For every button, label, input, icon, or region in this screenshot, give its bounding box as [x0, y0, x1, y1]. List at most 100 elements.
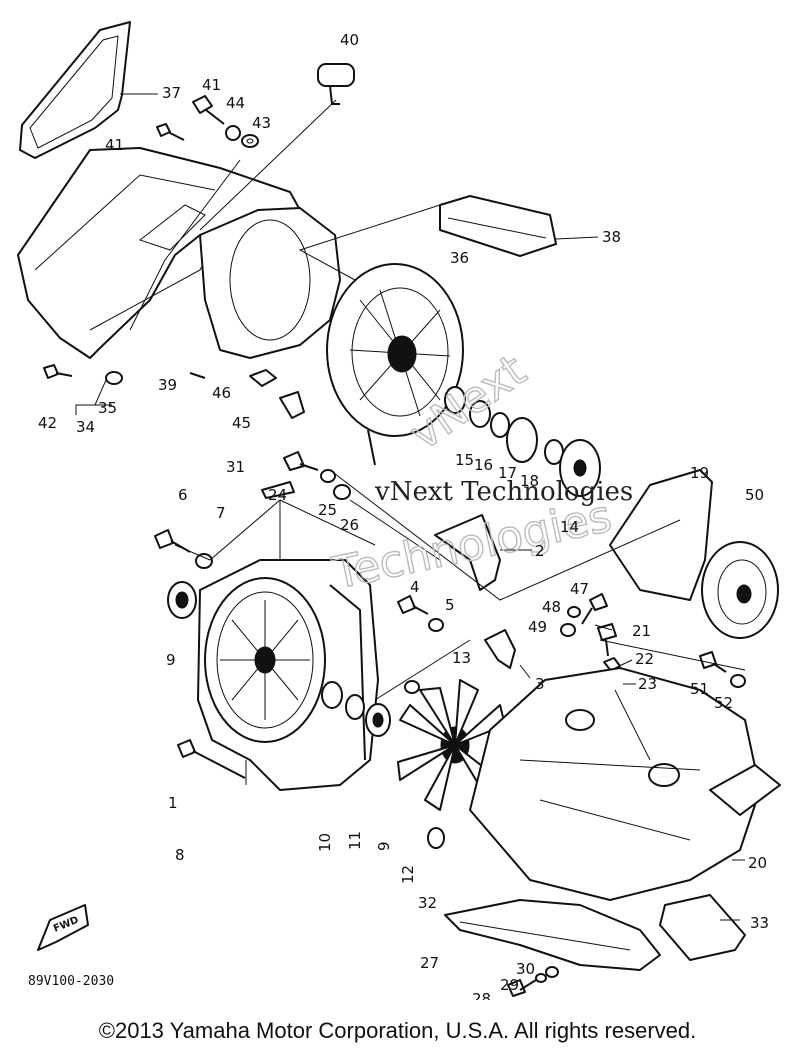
- callout-11: 11: [346, 831, 364, 850]
- part-41-bolt-upper: [192, 95, 225, 125]
- callout-8: 8: [175, 846, 185, 864]
- part-39-pin: [189, 372, 206, 379]
- callout-1: 1: [168, 794, 178, 812]
- callout-31: 31: [226, 458, 245, 476]
- part-28-bolt: [507, 979, 537, 997]
- callout-28: 28: [472, 990, 491, 1000]
- callout-41a: 41: [202, 76, 221, 94]
- part-47-bolt: [581, 593, 608, 625]
- part-50-pulley: [609, 469, 779, 639]
- part-36-recoil-starter: [326, 263, 464, 466]
- callout-16: 16: [474, 456, 493, 474]
- callout-35: 35: [98, 399, 117, 417]
- callout-20: 20: [748, 854, 767, 872]
- callout-46: 46: [212, 384, 231, 402]
- starter-internal-parts: [444, 386, 601, 497]
- callout-9b: 9: [375, 841, 393, 851]
- callout-45: 45: [232, 414, 251, 432]
- callout-39: 39: [158, 376, 177, 394]
- callout-5: 5: [445, 596, 455, 614]
- callout-labels: 1 2 3 4 5 6 7 8 9 9 10 11 12 13 14 15 16…: [38, 31, 769, 1000]
- callout-4a: 4: [410, 578, 420, 596]
- part-8-long-bolt: [177, 739, 246, 779]
- part-5-washer: [428, 618, 444, 632]
- callout-40: 40: [340, 31, 359, 49]
- callout-50: 50: [745, 486, 764, 504]
- part-13-plug: [404, 680, 420, 694]
- part-20-cover: [469, 667, 781, 901]
- callout-25: 25: [318, 501, 337, 519]
- part-9-oil-seal-right: [365, 703, 391, 737]
- part-45-bracket: [279, 391, 305, 419]
- callout-44: 44: [226, 94, 245, 112]
- part-34-shroud: [17, 147, 341, 359]
- callout-41b: 41: [105, 136, 124, 154]
- part-31-plate: [261, 481, 295, 499]
- callout-52: 52: [714, 694, 733, 712]
- part-16-washer: [469, 400, 491, 428]
- exploded-parts-diagram: FWD vNext Technologies vNext Technologie…: [17, 21, 781, 1000]
- part-12-cooling-fan: [397, 679, 506, 811]
- callout-26: 26: [340, 516, 359, 534]
- part-18-spring: [506, 417, 538, 463]
- part-35-grommet: [105, 371, 123, 385]
- callout-48: 48: [542, 598, 561, 616]
- part-33-pad: [659, 894, 746, 961]
- part-43-washer: [241, 134, 259, 148]
- part-42-bolt: [43, 364, 73, 379]
- part-32-washer: [427, 827, 445, 849]
- part-7-washer: [195, 553, 213, 569]
- part-11-washer: [345, 694, 365, 720]
- part-37-cover-panel: [19, 21, 131, 159]
- callout-3: 3: [535, 675, 545, 693]
- callout-19: 19: [690, 464, 709, 482]
- part-25-washer: [320, 469, 336, 483]
- callout-38: 38: [602, 228, 621, 246]
- callout-22: 22: [635, 650, 654, 668]
- callout-2: 2: [535, 542, 545, 560]
- callout-47: 47: [570, 580, 589, 598]
- part-44-nut: [225, 125, 241, 141]
- copyright-footer: ©2013 Yamaha Motor Corporation, U.S.A. A…: [98, 1018, 697, 1043]
- forward-direction-marker: FWD: [37, 904, 89, 951]
- part-15-nut: [444, 386, 466, 414]
- callout-12: 12: [399, 865, 417, 884]
- callout-6: 6: [178, 486, 188, 504]
- callout-42: 42: [38, 414, 57, 432]
- callout-29: 29: [500, 976, 519, 994]
- part-27-guard: [444, 899, 661, 971]
- part-2-bracket: [434, 514, 501, 591]
- callout-4b: 14: [560, 518, 579, 536]
- callout-37: 37: [162, 84, 181, 102]
- callout-23: 23: [638, 675, 657, 693]
- callout-10: 10: [316, 833, 334, 852]
- callout-36: 36: [450, 249, 469, 267]
- callout-43: 43: [252, 114, 271, 132]
- part-9-oil-seal-left: [167, 581, 197, 619]
- callout-15: 15: [455, 451, 474, 469]
- callout-leader-lines: [75, 93, 745, 921]
- part-30-washer: [545, 966, 559, 978]
- part-41-bolt-lower: [156, 123, 185, 141]
- callout-9a: 9: [166, 651, 176, 669]
- part-38-heat-shield: [439, 195, 557, 257]
- callout-34: 34: [76, 418, 95, 436]
- assembly-guide-lines: [129, 99, 746, 785]
- part-21-bolt: [597, 623, 617, 657]
- part-46-damper: [249, 369, 277, 387]
- callout-32: 32: [418, 894, 437, 912]
- callout-21: 21: [632, 622, 651, 640]
- callout-49: 49: [528, 618, 547, 636]
- svg-text:vNext Technologies: vNext Technologies: [374, 477, 633, 507]
- part-24-bolt: [283, 451, 319, 471]
- part-40-clamp: [317, 63, 355, 105]
- part-26-washer: [333, 484, 351, 500]
- callout-30: 30: [516, 960, 535, 978]
- part-10-washer: [321, 681, 343, 709]
- callout-7: 7: [216, 504, 226, 522]
- part-29-washer: [535, 973, 547, 983]
- callout-17: 17: [498, 464, 517, 482]
- callout-33: 33: [750, 914, 769, 932]
- part-17-washer: [490, 412, 510, 438]
- part-4-bolt: [397, 595, 429, 615]
